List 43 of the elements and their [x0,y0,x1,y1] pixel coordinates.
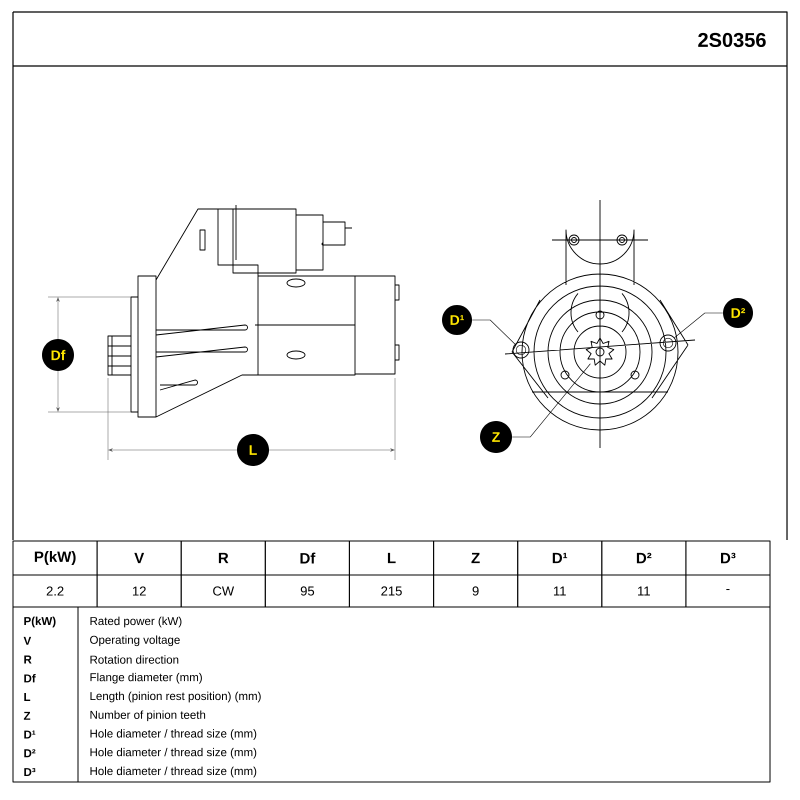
table-header-cell: R [180,540,266,576]
table-cell: - [685,574,770,608]
table-cell: 9 [433,574,518,608]
abbreviation: L [24,693,30,701]
table-header-cell: Z [433,540,518,576]
description: Flange diameter (mm) [90,672,202,684]
abbreviation: P(kW) [24,616,56,628]
leader-line [472,320,516,344]
pinion-gear [586,338,614,366]
table-header-cell: L [348,540,434,576]
description: Length (pinion rest position) (mm) [90,692,261,702]
leader-line [674,312,724,338]
table-cell: 12 [96,574,182,608]
mounting-hole [660,334,676,352]
table-header-cell: V [96,540,182,576]
abbreviation: Z [24,712,30,720]
table-cell: 11 [601,574,686,608]
description: Number of pinion teeth [90,710,206,722]
description: Rotation direction [90,655,178,664]
table-header-cell: Df [264,540,350,576]
abbreviation: R [24,656,32,664]
abbreviation: D³ [24,768,36,776]
table-cell: 2.2 [12,574,98,608]
table-header-cell: D¹ [517,540,602,576]
abbreviation: V [24,636,32,645]
mounting-hole [512,342,530,358]
description: Hole diameter / thread size (mm) [90,748,256,759]
abbreviation: Df [24,674,36,682]
description: Operating voltage [90,635,180,646]
leader-line [512,363,591,438]
abbreviation: D¹ [24,730,36,738]
table-header-cell: P(kW) [12,540,98,576]
table-header-cell: D³ [685,540,770,576]
abbreviation: D² [24,749,36,758]
description: Hole diameter / thread size (mm) [90,766,256,778]
table-header-cell: D² [601,540,686,576]
part-number: 2S0356 [698,32,766,48]
description: Hole diameter / thread size (mm) [90,729,256,740]
table-cell: 95 [264,574,350,608]
description: Rated power (kW) [90,616,182,628]
table-cell: CW [180,574,266,608]
table-cell: 215 [348,574,434,608]
table-cell: 11 [517,574,602,608]
